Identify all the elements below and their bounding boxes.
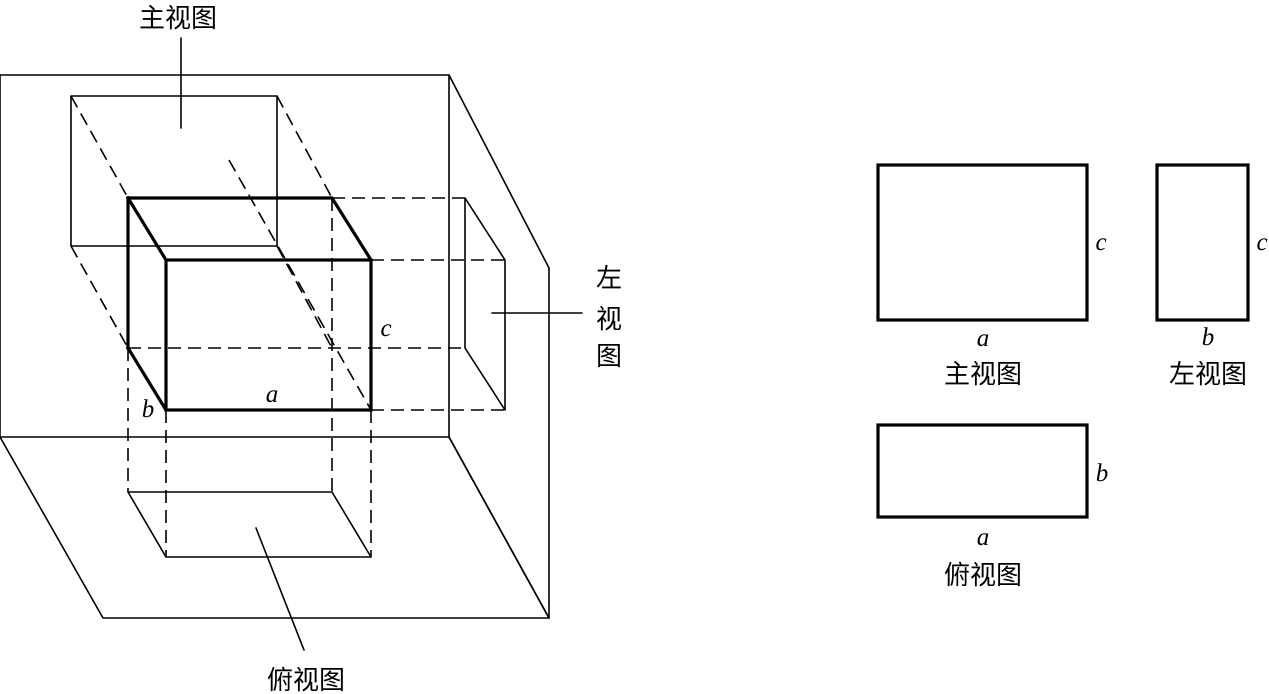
top-view-leader xyxy=(255,527,305,651)
leader-lines xyxy=(180,37,583,651)
dim-a-label: a xyxy=(266,381,279,408)
projection-planes xyxy=(0,74,550,619)
left-view-dim-c: c xyxy=(1256,229,1267,256)
dim-b-label: b xyxy=(142,396,155,423)
left-view-label-char-1: 左 xyxy=(596,264,622,294)
rectangular-block xyxy=(125,195,374,413)
front-view-caption: 主视图 xyxy=(944,360,1022,390)
projected-front-view xyxy=(70,95,278,247)
left-view-label-char-3: 图 xyxy=(596,342,622,372)
top-view-label: 俯视图 xyxy=(267,666,345,694)
top-view-dim-a: a xyxy=(977,524,990,551)
left-view-label-char-2: 视 xyxy=(596,305,622,335)
top-view-drawing: b a 俯视图 xyxy=(876,423,1109,591)
front-view-dim-c: c xyxy=(1095,229,1106,256)
projected-top-view xyxy=(127,491,372,558)
left-view-drawing: c b 左视图 xyxy=(1155,163,1268,390)
left-view-caption: 左视图 xyxy=(1169,360,1247,390)
left-view-dim-b: b xyxy=(1202,324,1215,351)
top-view-dim-b: b xyxy=(1096,460,1109,487)
top-view-caption: 俯视图 xyxy=(944,561,1022,591)
dim-c-label: c xyxy=(380,315,391,342)
frontal-plane xyxy=(0,74,550,438)
side-plane xyxy=(448,74,550,619)
front-view-dim-a: a xyxy=(977,325,990,352)
front-view-label: 主视图 xyxy=(139,4,217,34)
front-view-drawing: c a 主视图 xyxy=(876,163,1107,390)
projected-left-view xyxy=(464,197,506,411)
projection-lines xyxy=(70,95,505,557)
horizontal-plane xyxy=(0,436,550,619)
